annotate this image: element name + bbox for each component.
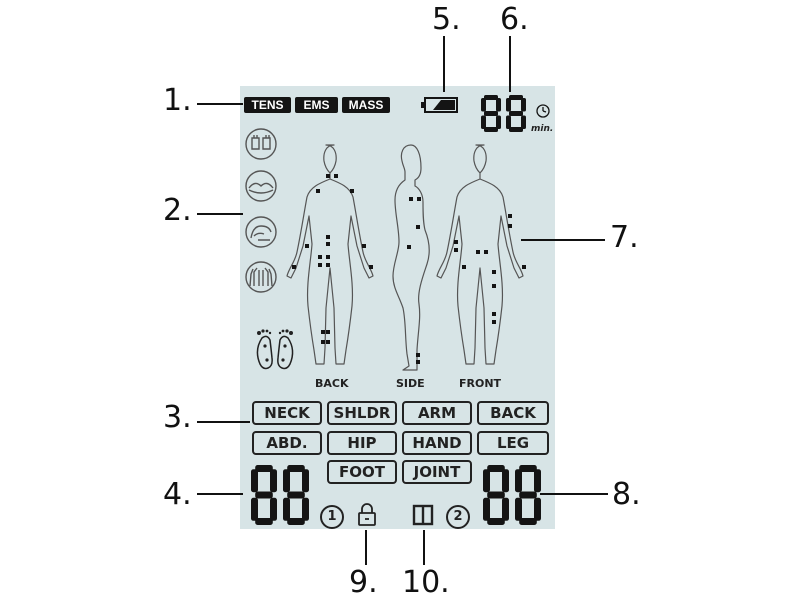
- electrode-pad: [492, 320, 496, 324]
- electrode-pad: [417, 197, 421, 201]
- electrode-pad: [334, 174, 338, 178]
- bodypart-hip: HIP: [327, 431, 397, 455]
- bodypart-leg: LEG: [477, 431, 549, 455]
- feet-icon: [256, 329, 294, 370]
- clock-icon: [536, 104, 550, 118]
- callout-5: 5.: [432, 2, 461, 37]
- program-left-digit-1: [251, 465, 277, 525]
- electrode-pad: [326, 340, 330, 344]
- electrode-pad: [409, 197, 413, 201]
- electrode-pad: [508, 214, 512, 218]
- view-label-back: BACK: [315, 377, 349, 390]
- callout-3: 3.: [163, 400, 192, 435]
- electrode-pad: [522, 265, 526, 269]
- channel-2-indicator: 2: [446, 505, 470, 529]
- timer-unit: min.: [531, 124, 554, 134]
- battery-icon: [421, 97, 458, 113]
- fist-icon: [245, 128, 277, 160]
- electrode-pad: [492, 270, 496, 274]
- lcd-screen: [240, 86, 555, 529]
- electrode-pad: [508, 224, 512, 228]
- electrode-pad: [454, 240, 458, 244]
- electrode-pad: [407, 245, 411, 249]
- channel-1-indicator: 1: [320, 505, 344, 529]
- electrode-pad: [362, 244, 366, 248]
- electrode-pad: [326, 330, 330, 334]
- bodypart-foot: FOOT: [327, 460, 397, 484]
- electrode-pads: [292, 174, 526, 364]
- callout-6: 6.: [500, 2, 529, 37]
- program-left-digit-2: [283, 465, 309, 525]
- electrode-pad: [416, 353, 420, 357]
- callout-2: 2.: [163, 193, 192, 228]
- bodypart-arm: ARM: [402, 401, 472, 425]
- electrode-pad: [326, 242, 330, 246]
- electrode-pad: [454, 248, 458, 252]
- body-front-figure: [436, 144, 524, 365]
- callout-7: 7.: [610, 220, 639, 255]
- electrode-pad: [326, 263, 330, 267]
- timer-digit-2: [506, 95, 526, 132]
- electrode-pad: [316, 189, 320, 193]
- electrode-pad: [369, 265, 373, 269]
- body-side-figure: [392, 144, 430, 371]
- electrode-pad: [326, 235, 330, 239]
- electrode-pad: [476, 250, 480, 254]
- electrode-pad: [305, 244, 309, 248]
- callout-9: 9.: [349, 565, 378, 600]
- segment-digits: [251, 95, 541, 525]
- timer-digit-1: [481, 95, 501, 132]
- cupped-hands-icon: [245, 170, 277, 202]
- electrode-pad: [326, 174, 330, 178]
- electrode-pad: [350, 189, 354, 193]
- lock-icon: [358, 503, 376, 526]
- palms-icon: [245, 261, 277, 293]
- bodypart-joint: JOINT: [402, 460, 472, 484]
- callout-10: 10.: [402, 565, 450, 600]
- electrode-pad: [484, 250, 488, 254]
- mode-tens: TENS: [244, 97, 291, 113]
- pause-icon: [412, 504, 434, 526]
- electrode-pad: [492, 312, 496, 316]
- electrode-pad: [326, 255, 330, 259]
- program-right-digit-2: [515, 465, 541, 525]
- bodypart-shldr: SHLDR: [327, 401, 397, 425]
- leader-lines: [197, 36, 608, 565]
- electrode-pad: [292, 265, 296, 269]
- electrode-pad: [321, 330, 325, 334]
- electrode-pad: [318, 255, 322, 259]
- bodypart-neck: NECK: [252, 401, 322, 425]
- electrode-pad: [492, 284, 496, 288]
- program-right-digit-1: [483, 465, 509, 525]
- body-back-figure: [286, 144, 374, 365]
- electrode-pad: [318, 263, 322, 267]
- bodypart-abd: ABD.: [252, 431, 322, 455]
- electrode-pad: [416, 360, 420, 364]
- view-label-front: FRONT: [459, 377, 502, 390]
- callout-4: 4.: [163, 477, 192, 512]
- bodypart-hand: HAND: [402, 431, 472, 455]
- electrode-pad: [462, 265, 466, 269]
- callout-1: 1.: [163, 83, 192, 118]
- grab-hand-icon: [245, 216, 277, 248]
- callout-8: 8.: [612, 477, 641, 512]
- mode-mass: MASS: [342, 97, 390, 113]
- electrode-pad: [416, 225, 420, 229]
- electrode-pad: [321, 340, 325, 344]
- bodypart-back: BACK: [477, 401, 549, 425]
- view-label-side: SIDE: [396, 377, 425, 390]
- mode-ems: EMS: [295, 97, 338, 113]
